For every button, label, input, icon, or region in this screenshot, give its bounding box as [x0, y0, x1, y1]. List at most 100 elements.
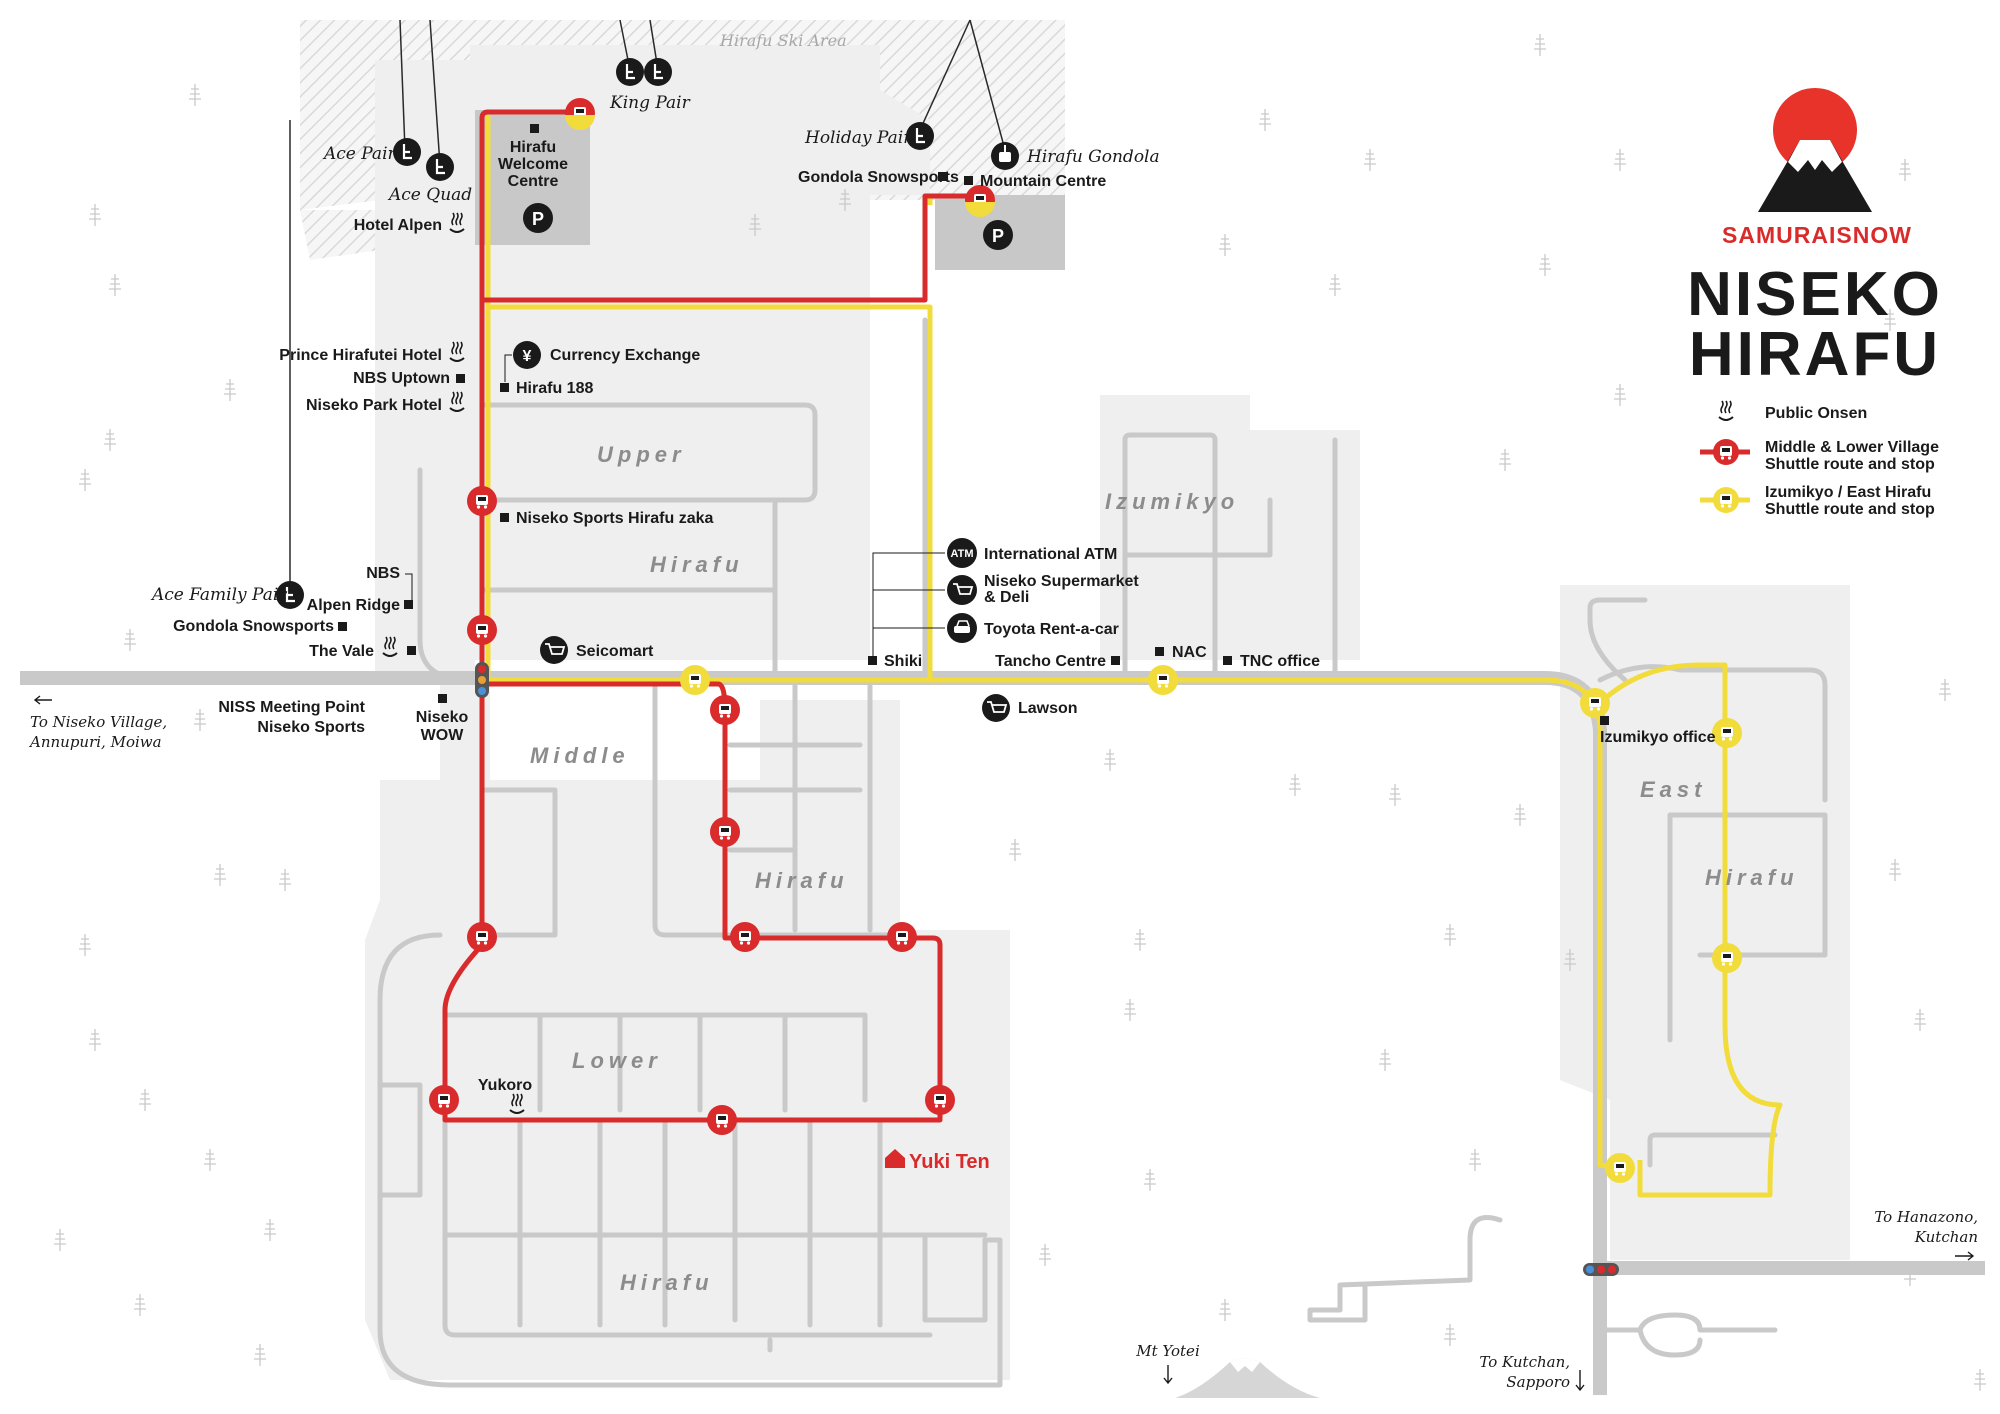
svg-text:Niseko Sports: Niseko Sports [257, 719, 365, 736]
svg-text:To Niseko Village,: To Niseko Village, [30, 713, 167, 731]
svg-text:Hirafu 188: Hirafu 188 [516, 380, 593, 397]
svg-text:Alpen Ridge: Alpen Ridge [307, 597, 400, 614]
mountain-centre: Gondola Snowsports Mountain Centre P [798, 169, 1106, 250]
alpen-ridge: Alpen Ridge [307, 597, 413, 614]
yuki-ten: Yuki Ten [885, 1149, 990, 1173]
svg-text:Niseko: Niseko [416, 709, 469, 726]
svg-text:Centre: Centre [508, 173, 559, 190]
the-vale: The Vale [309, 636, 416, 660]
svg-text:Kutchan: Kutchan [1914, 1228, 1978, 1246]
svg-text:Annupuri, Moiwa: Annupuri, Moiwa [28, 733, 162, 751]
district-lower: Lower [572, 1048, 662, 1073]
red-shuttle-stop-icon [1713, 439, 1739, 465]
hirafu-gondola-lift: Hirafu Gondola [991, 142, 1160, 170]
svg-text:WOW: WOW [421, 727, 465, 744]
hotel-alpen: Hotel Alpen [354, 212, 465, 234]
svg-text:Mt Yotei: Mt Yotei [1135, 1342, 1200, 1360]
chairlift-icon [642, 56, 674, 88]
prince-hirafutei-hotel: Prince Hirafutei Hotel [279, 341, 465, 364]
lift-lines [289, 19, 1006, 595]
niss-meeting-point: NISS Meeting Point Niseko Sports [218, 699, 365, 736]
parking-icon [523, 203, 553, 233]
svg-text:Tancho Centre: Tancho Centre [995, 653, 1106, 670]
traffic-light-icon [475, 662, 489, 698]
svg-text:Izumikyo / East Hirafu: Izumikyo / East Hirafu [1765, 484, 1931, 501]
svg-text:Toyota Rent-a-car: Toyota Rent-a-car [984, 621, 1119, 638]
district-upper-hirafu: Hirafu [650, 552, 744, 577]
svg-text:Niseko Sports Hirafu zaka: Niseko Sports Hirafu zaka [516, 510, 714, 527]
arrow-right-icon [1955, 1251, 1975, 1261]
nbs-uptown: NBS Uptown [353, 370, 465, 387]
service-bracket [872, 552, 945, 663]
district-lower-hirafu: Hirafu [620, 1270, 714, 1295]
yukoro: Yukoro [478, 1077, 532, 1114]
holiday-pair-label: Holiday Pair [804, 128, 912, 148]
arrow-left-icon [33, 695, 52, 705]
svg-text:Prince Hirafutei Hotel: Prince Hirafutei Hotel [279, 347, 442, 364]
direction-mt-yotei: Mt Yotei [1135, 1342, 1320, 1398]
district-upper: Upper [597, 442, 686, 467]
svg-text:To Hanazono,: To Hanazono, [1874, 1208, 1978, 1226]
svg-text:& Deli: & Deli [984, 589, 1029, 606]
svg-text:The Vale: The Vale [309, 643, 374, 660]
direction-hanazono: To Hanazono, Kutchan [1874, 1208, 1978, 1261]
title-niseko: NISEKO [1687, 260, 1943, 329]
ski-area-label: Hirafu Ski Area [719, 31, 847, 50]
chairlift-icon [614, 56, 646, 88]
svg-text:Shuttle route and stop: Shuttle route and stop [1765, 456, 1935, 473]
svg-text:TNC office: TNC office [1240, 653, 1320, 670]
tancho-centre: Tancho Centre [995, 653, 1120, 670]
shopping-cart-icon [982, 694, 1010, 722]
district-labels: Upper Hirafu Izumikyo Middle Hirafu East… [530, 442, 1799, 1295]
direction-niseko-village: To Niseko Village, Annupuri, Moiwa [28, 695, 167, 751]
svg-text:Hirafu: Hirafu [510, 139, 556, 156]
svg-text:Middle & Lower Village: Middle & Lower Village [1765, 439, 1939, 456]
brand-name: SAMURAISNOW [1722, 222, 1912, 248]
svg-text:ATM: ATM [950, 548, 973, 560]
svg-text:Lawson: Lawson [1018, 700, 1078, 717]
shopping-cart-icon [540, 636, 568, 664]
niseko-sports-hirafu-zaka: Niseko Sports Hirafu zaka [500, 510, 714, 527]
district-east-hirafu: Hirafu [1705, 865, 1799, 890]
house-icon [885, 1149, 905, 1168]
svg-text:Niseko Park Hotel: Niseko Park Hotel [306, 397, 442, 414]
district-middle: Middle [530, 743, 630, 768]
district-east: East [1640, 777, 1706, 802]
svg-text:Izumikyo office: Izumikyo office [1600, 729, 1716, 746]
svg-text:¥: ¥ [523, 348, 532, 365]
svg-text:To Kutchan,: To Kutchan, [1479, 1353, 1570, 1371]
lawson: Lawson [982, 694, 1078, 722]
yen-icon [513, 341, 541, 369]
king-pair-label: King Pair [609, 93, 691, 113]
title-hirafu: HIRAFU [1689, 320, 1941, 389]
svg-text:Currency Exchange: Currency Exchange [550, 347, 700, 364]
atm-icon [947, 538, 977, 568]
svg-text:Yuki Ten: Yuki Ten [909, 1151, 990, 1173]
svg-text:P: P [532, 209, 544, 229]
yellow-shuttle-stops [565, 115, 1742, 1183]
ace-pair-lift: Ace Pair [322, 136, 423, 168]
svg-text:Shuttle route and stop: Shuttle route and stop [1765, 501, 1935, 518]
nbs: NBS [366, 565, 413, 600]
nac: NAC [1155, 644, 1207, 661]
legend: Public Onsen Middle & Lower Village Shut… [1700, 400, 1939, 518]
shopping-cart-icon [947, 575, 977, 605]
svg-text:Shiki: Shiki [884, 653, 922, 670]
ace-family-pair-label: Ace Family Pair [150, 585, 287, 605]
ace-family-pair-lift: Ace Family Pair [150, 579, 306, 611]
brand-block: SAMURAISNOW NISEKO HIRAFU [1687, 88, 1943, 389]
niseko-park-hotel: Niseko Park Hotel [306, 391, 465, 414]
svg-text:Gondola Snowsports: Gondola Snowsports [173, 618, 334, 635]
hirafu-gondola-label: Hirafu Gondola [1026, 147, 1160, 167]
hirafu-188: Hirafu 188 [500, 380, 593, 397]
hirafu-welcome-centre: Hirafu Welcome Centre P [498, 124, 568, 233]
svg-text:NBS Uptown: NBS Uptown [353, 370, 450, 387]
ace-quad-lift: Ace Quad [387, 151, 472, 205]
district-middle-hirafu: Hirafu [755, 868, 849, 893]
svg-text:Welcome: Welcome [498, 156, 568, 173]
toyota-rent-a-car: Toyota Rent-a-car [947, 613, 1119, 643]
ace-pair-label: Ace Pair [322, 144, 397, 164]
gondola-snowsports-top-label: Gondola Snowsports [798, 169, 959, 186]
onsen-icon [1718, 400, 1734, 421]
